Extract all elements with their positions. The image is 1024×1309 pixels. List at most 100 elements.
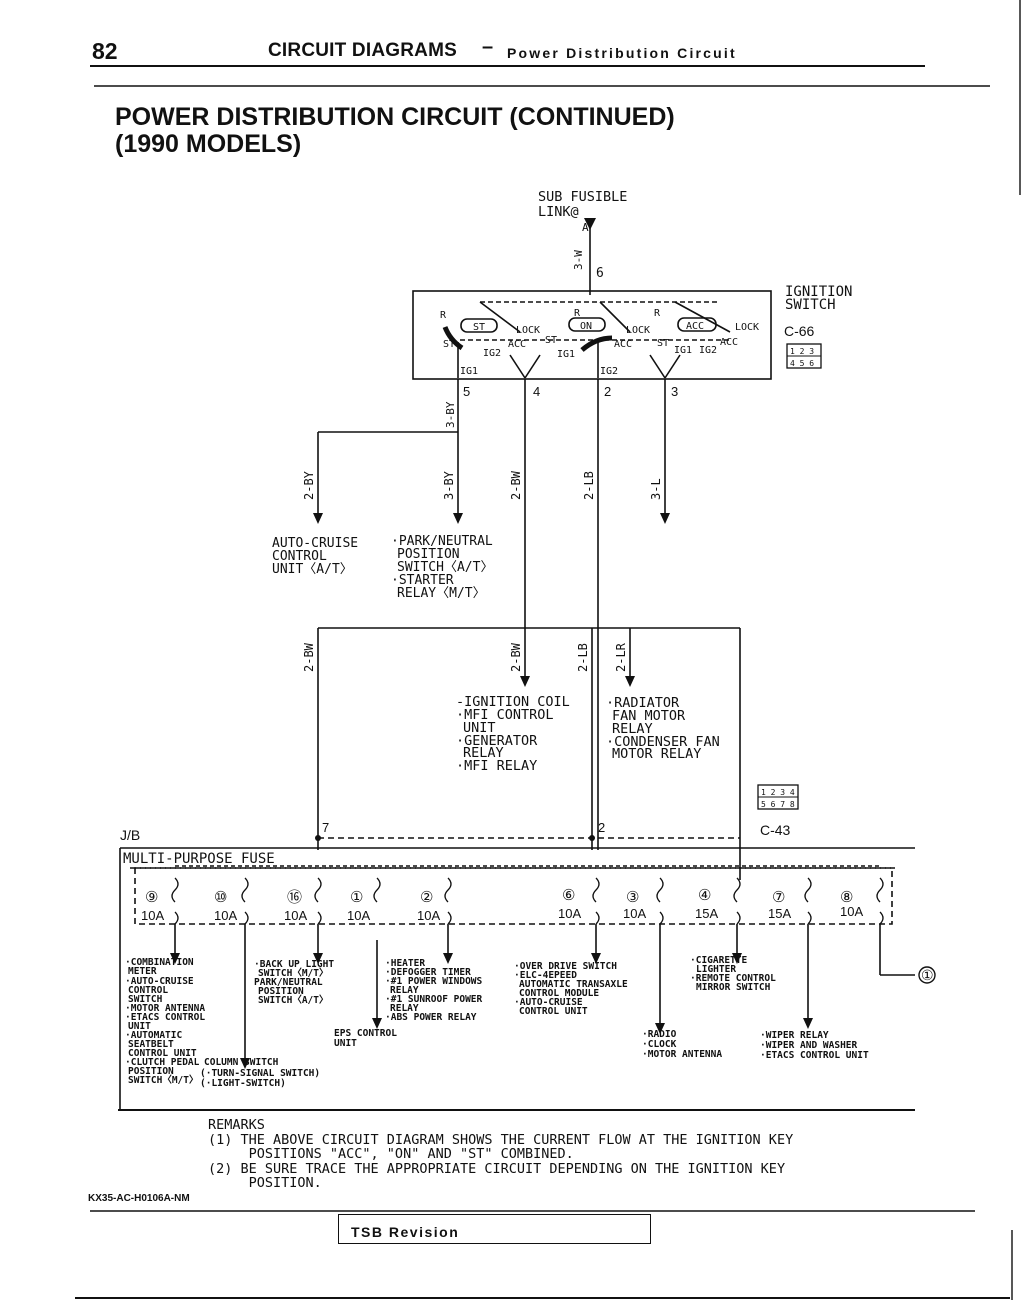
fuse-num-9: ⑨ <box>145 889 158 906</box>
mid-wire-2bw-a: 2-BW <box>302 642 316 672</box>
section-subtitle: Power Distribution Circuit <box>507 45 737 61</box>
page-title-line2: (1990 MODELS) <box>115 130 302 158</box>
st-3: ST <box>443 339 455 350</box>
fuse-num-4: ④ <box>698 887 711 904</box>
lower-comb-0: ·COMBINATION <box>125 957 194 968</box>
lower-cig-1: LIGHTER <box>696 964 736 975</box>
fuse-rating-7: 15A <box>768 906 791 921</box>
lower-ht-3: RELAY <box>390 985 419 996</box>
fuse-num-8: ⑧ <box>840 889 853 906</box>
fuse-num-10: ⑩ <box>214 889 227 906</box>
lower-bk-1: SWITCH〈M/T〉 <box>258 967 328 979</box>
load-rad-2: FAN MOTOR <box>612 708 686 724</box>
lower-comb-4: SWITCH <box>128 994 163 1005</box>
lower-wip-1: ·WIPER AND WASHER <box>760 1040 858 1051</box>
fuse-rating-6: 10A <box>558 906 581 921</box>
out-pin-5: 5 <box>463 384 470 399</box>
r-1: R <box>440 310 447 321</box>
c66-pins-top: 1 2 3 <box>790 347 814 356</box>
lower-comb-2: ·AUTO-CRUISE <box>125 976 194 987</box>
remark-line-4: POSITION. <box>208 1175 322 1191</box>
lower-od-4: ·AUTO-CRUISE <box>514 997 583 1008</box>
wire-3l: 3-L <box>649 478 663 500</box>
st-2: ST <box>657 338 669 349</box>
load-park-5: RELAY〈M/T〉 <box>397 586 486 601</box>
ig1-2: IG1 <box>674 345 692 356</box>
mid-wire-2bw-b: 2-BW <box>509 642 523 672</box>
out-ig2-label: IG2 <box>600 366 618 377</box>
fuse-rating-1: 10A <box>347 908 370 923</box>
load-park-3: SWITCH〈A/T〉 <box>397 560 493 575</box>
wire-3w: 3-W <box>572 250 585 270</box>
fuse-num-2: ② <box>420 889 433 906</box>
lower-comb-9: SEATBELT <box>128 1039 174 1050</box>
r-3: R <box>654 308 661 319</box>
out-pin-3: 3 <box>671 384 678 399</box>
fuse-rating-2: 10A <box>417 908 440 923</box>
lower-col-1: (·TURN-SIGNAL SWITCH) <box>200 1068 320 1079</box>
lock-2: LOCK <box>626 325 650 336</box>
ig2-2: IG2 <box>699 345 717 356</box>
lower-od-2: AUTOMATIC TRANSAXLE <box>519 979 628 990</box>
c43-pins-bottom: 5 6 7 8 <box>761 800 795 809</box>
lower-ht-6: ·ABS POWER RELAY <box>385 1012 477 1023</box>
lower-comb-11: ·CLUTCH PEDAL <box>125 1057 200 1068</box>
fuse-rating-16: 10A <box>284 908 307 923</box>
remark-line-1: (1) THE ABOVE CIRCUIT DIAGRAM SHOWS THE … <box>208 1131 794 1148</box>
lower-comb-6: ·ETACS CONTROL <box>125 1012 205 1023</box>
remark-line-2: POSITIONS "ACC", "ON" AND "ST" COMBINED. <box>208 1146 574 1162</box>
page-number: 82 <box>92 38 118 64</box>
lower-wip-2: ·ETACS CONTROL UNIT <box>760 1050 869 1061</box>
st-1: ST <box>545 335 557 346</box>
jb-pin-2: 2 <box>598 820 605 835</box>
load-ign-3: UNIT <box>463 720 496 736</box>
connector-c43: C-43 <box>760 822 791 838</box>
ig1-1: IG1 <box>557 349 575 360</box>
wire-3by: 3-BY <box>442 470 456 500</box>
lower-comb-7: UNIT <box>128 1021 151 1032</box>
lower-ht-4: ·#1 SUNROOF POWER <box>385 994 483 1005</box>
lower-eps-0: EPS CONTROL <box>334 1028 397 1039</box>
load-park-4: ·STARTER <box>391 573 454 588</box>
remark-line-3: (2) BE SURE TRACE THE APPROPRIATE CIRCUI… <box>208 1160 786 1177</box>
load-ign-1: -IGNITION COIL <box>456 694 570 710</box>
out-ig1-label: IG1 <box>460 366 478 377</box>
fuse-rating-4: 15A <box>695 906 718 921</box>
lower-radio-0: ·RADIO <box>642 1029 677 1040</box>
fuse-num-3: ③ <box>626 889 639 906</box>
fuse-num-1: ① <box>350 889 363 906</box>
acc-3: ACC <box>720 337 738 348</box>
ignition-switch-label-2: SWITCH <box>785 297 836 313</box>
load-auto-cruise-3: UNIT〈A/T〉 <box>272 562 353 577</box>
lock-1: LOCK <box>516 325 540 336</box>
jb-label: J/B <box>120 827 140 843</box>
c66-pins-bottom: 4 5 6 <box>790 359 814 368</box>
fuse-rating-10: 10A <box>214 908 237 923</box>
pos-st: ST <box>473 322 485 333</box>
pin-6: 6 <box>596 266 604 281</box>
tsb-revision-label: TSB Revision <box>351 1224 460 1240</box>
lower-od-1: ·ELC-4EPEED <box>514 970 577 981</box>
figure-code: KX35-AC-H0106A-NM <box>88 1193 190 1204</box>
lower-comb-1: METER <box>128 966 157 977</box>
lower-od-5: CONTROL UNIT <box>519 1006 588 1017</box>
page-title: POWER DISTRIBUTION CIRCUIT (CONTINUED) (… <box>115 104 675 158</box>
lower-col-0: COLUMN SWITCH <box>204 1057 279 1068</box>
load-park-2: POSITION <box>397 547 460 562</box>
ig2-1: IG2 <box>483 348 501 359</box>
lower-wip-0: ·WIPER RELAY <box>760 1030 829 1041</box>
sub-fusible-terminal: A <box>582 221 589 234</box>
lower-bk-2: PARK/NEUTRAL <box>254 977 323 988</box>
lower-comb-5: ·MOTOR ANTENNA <box>125 1003 205 1014</box>
lower-cig-0: ·CIGARETTE <box>690 955 747 966</box>
lower-radio-2: ·MOTOR ANTENNA <box>642 1049 722 1060</box>
page-title-line1: POWER DISTRIBUTION CIRCUIT (CONTINUED) <box>115 103 675 131</box>
lower-comb-10: CONTROL UNIT <box>128 1048 197 1059</box>
lower-ht-1: ·DEFOGGER TIMER <box>385 967 471 978</box>
load-ign-5: RELAY <box>463 745 504 761</box>
fuse-rating-3: 10A <box>623 906 646 921</box>
lower-comb-13: SWITCH〈M/T〉 <box>128 1074 198 1086</box>
r-2: R <box>574 308 581 319</box>
wire-2bw: 2-BW <box>509 470 523 500</box>
pos-acc: ACC <box>686 321 704 332</box>
